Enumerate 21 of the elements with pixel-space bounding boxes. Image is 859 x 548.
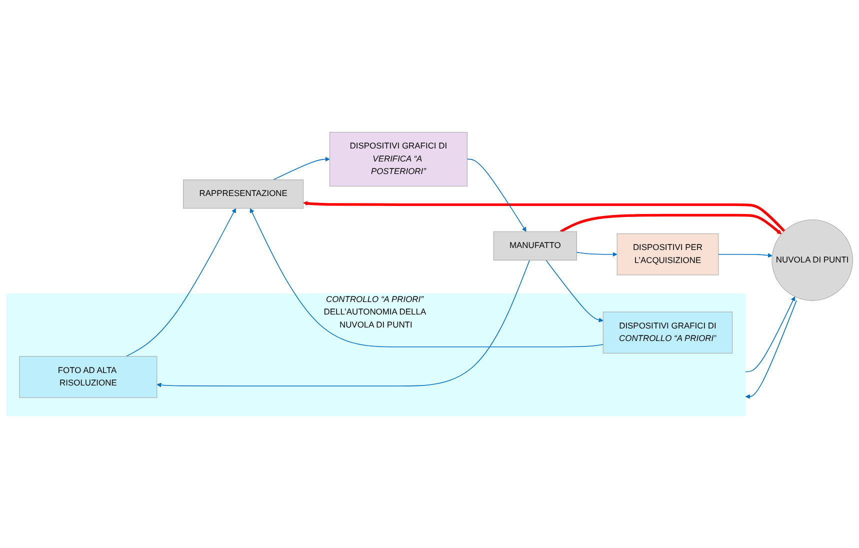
node-box <box>493 231 577 260</box>
arrow <box>466 158 526 232</box>
node-box <box>602 312 733 354</box>
node-box <box>329 132 468 186</box>
arrow <box>250 208 604 348</box>
arrow <box>272 156 330 180</box>
arrow <box>745 300 797 399</box>
node-circle <box>772 219 854 301</box>
node-box <box>19 356 158 398</box>
arrow <box>303 200 786 232</box>
arrow <box>156 260 530 388</box>
flowchart-diagram: CONTROLLO “A PRIORI” DELL’AUTONOMIA DELLA NUVOLA DI PUNTI FOTO AD ALTA RISOLUZIONE DISPOSITIVI GRAFICI DI CONTROLLO “A PRIORI” MANUFATTO NUVOLA DI PUNTI RAPPRESENTAZIONE DISPOSITIVI PER L’ACQUISIZIONE DISPOSITIVI GRAFICI DI VERIFICA “A POSTERIORI” <box>2 128 857 420</box>
arrow <box>560 214 782 234</box>
cluster <box>6 293 746 416</box>
arrow <box>745 296 796 372</box>
arrow <box>718 252 772 258</box>
arrow <box>576 252 618 256</box>
arrow <box>126 208 236 357</box>
node-box <box>183 179 304 208</box>
node-box <box>616 233 719 276</box>
arrow <box>546 260 604 322</box>
